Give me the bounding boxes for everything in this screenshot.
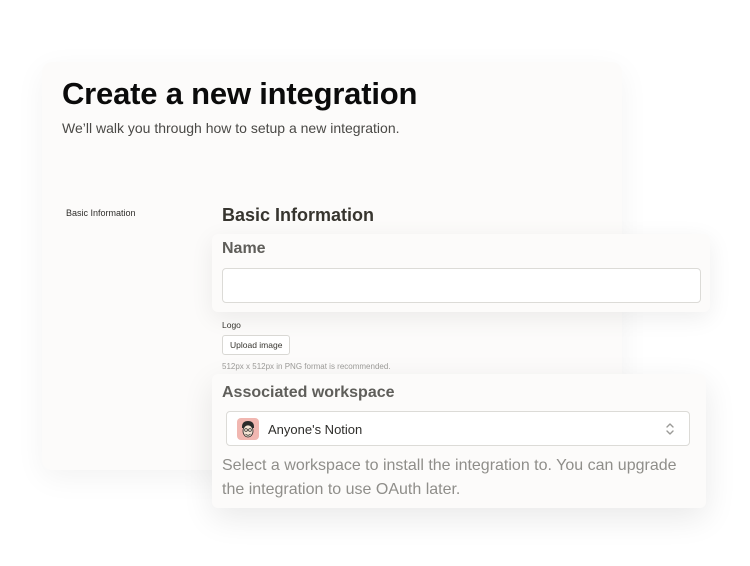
name-input[interactable] bbox=[222, 268, 701, 303]
workspace-select[interactable]: Anyone's Notion bbox=[226, 411, 690, 446]
logo-label: Logo bbox=[222, 320, 241, 330]
workspace-label: Associated workspace bbox=[222, 384, 395, 401]
section-title: Basic Information bbox=[222, 205, 375, 225]
page-subtitle: We’ll walk you through how to setup a ne… bbox=[62, 120, 400, 136]
page-title: Create a new integration bbox=[62, 76, 418, 111]
workspace-avatar-icon bbox=[237, 418, 259, 440]
workspace-hint: Select a workspace to install the integr… bbox=[222, 457, 677, 498]
workspace-name: Anyone's Notion bbox=[268, 422, 363, 437]
name-label: Name bbox=[222, 240, 266, 257]
sidebar-item-basic-information[interactable]: Basic Information bbox=[66, 208, 136, 218]
logo-hint: 512px x 512px in PNG format is recommend… bbox=[222, 362, 391, 371]
chevron-up-down-icon bbox=[665, 422, 675, 436]
upload-image-button[interactable]: Upload image bbox=[222, 335, 291, 355]
